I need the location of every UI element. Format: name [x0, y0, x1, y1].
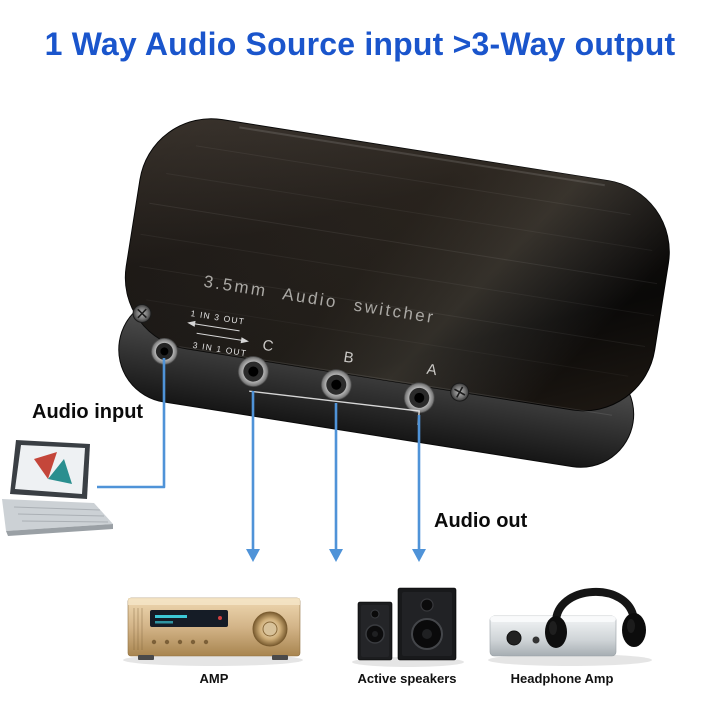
amp-knob-center: [262, 621, 278, 637]
input-connector-line: [97, 358, 166, 489]
amp-foot-right: [272, 655, 288, 660]
brushed-texture: [139, 145, 658, 377]
headphones: [545, 587, 646, 648]
headphone-amp-knob: [506, 630, 522, 646]
page-title: 1 Way Audio Source input >3-Way output: [44, 26, 676, 62]
headphone-amp-illustration: [488, 587, 652, 666]
laptop-screen-art-red: [34, 452, 57, 479]
laptop-keyboard-lines: [13, 506, 109, 523]
laptop-front-edge: [6, 524, 113, 536]
output-label-amp: AMP: [199, 671, 229, 686]
audio-input-jack: [150, 338, 178, 365]
speaker-main: [397, 587, 457, 661]
output-arrowhead-c: [246, 549, 260, 562]
port-label-a: A: [426, 361, 439, 379]
headphone-amp-shadow: [488, 654, 652, 666]
screw-left: [132, 303, 152, 323]
screw-right: [450, 382, 470, 402]
audio-output-jack-c: [237, 356, 269, 387]
audio-switcher-device: 3.5mm Audio switcher 1 IN 3 OUT 3 IN 1 O…: [118, 118, 670, 468]
amp-power-led: [218, 616, 222, 620]
device-top-sheen: [125, 118, 670, 411]
laptop-screen-art-teal: [48, 459, 72, 484]
amp-illustration: [123, 597, 303, 666]
top-edge-highlight: [239, 126, 605, 187]
amp-foot-left: [138, 655, 154, 660]
amp-top-strip: [128, 598, 300, 605]
speaker-satellite: [357, 601, 393, 661]
audio-output-label: Audio out: [434, 510, 528, 532]
output-arrows: [246, 391, 426, 562]
amp-shadow: [123, 654, 303, 666]
amp-display-text-line1: [155, 615, 187, 618]
laptop-illustration: [2, 440, 113, 536]
output-arrowhead-b: [329, 549, 343, 562]
amp-vents: [133, 608, 143, 650]
port-label-c: C: [261, 337, 275, 356]
output-label-active-speakers: Active speakers: [357, 671, 457, 686]
amp-display: [150, 610, 228, 627]
amp-display-text-line2: [155, 621, 173, 624]
audio-output-jack-a: [403, 382, 435, 414]
audio-output-jack-b: [320, 369, 352, 401]
amp-buttons: [151, 639, 209, 645]
headphone-amp-jack: [532, 636, 540, 644]
mode-switch-arrows: [187, 320, 249, 344]
output-label-headphone-amp: Headphone Amp: [510, 671, 614, 686]
output-arrowhead-a: [412, 549, 426, 562]
audio-input-label: Audio input: [32, 401, 144, 423]
speakers-illustration: [352, 587, 464, 667]
port-label-b: B: [342, 349, 355, 367]
